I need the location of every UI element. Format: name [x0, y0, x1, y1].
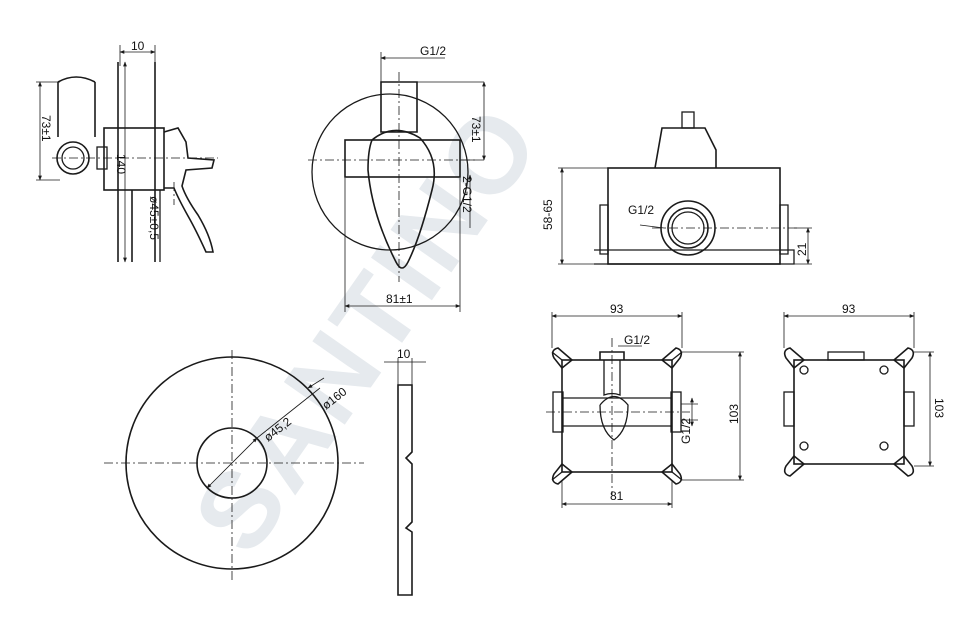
box-back-view: 93 103	[783, 302, 946, 477]
front-thread-label: G1/2	[420, 44, 446, 58]
front-thread2-label: 2-G1/2	[460, 176, 474, 213]
box-top-height-label: 103	[727, 404, 741, 424]
side-height-label: 73±1	[39, 115, 53, 142]
box-top-view: 93 G1/2 103 G1/2 81	[546, 302, 744, 508]
box-back-width-label: 93	[842, 302, 856, 316]
box-front-height-label: 58-65	[541, 199, 555, 230]
box-top-bottom-label: 81	[610, 489, 624, 503]
box-front-thread-label: G1/2	[628, 203, 654, 217]
watermark-text: SANTINO	[170, 83, 564, 573]
side-bore-label: ø45±0,5	[147, 196, 161, 240]
side-view: 10 73±1 140 ø45±0,5	[36, 39, 218, 263]
side-depth-label: 10	[131, 39, 145, 53]
front-width-label: 81±1	[386, 292, 413, 306]
box-back-height-label: 103	[932, 398, 946, 418]
box-front-view: 58-65 G1/2 21	[541, 111, 812, 265]
box-front-offset-label: 21	[795, 242, 809, 256]
box-top-width-label: 93	[610, 302, 624, 316]
front-view: G1/2 73±1 2-G1/2 81±1	[308, 44, 486, 312]
box-top-thread-label: G1/2	[624, 333, 650, 347]
rosette-side-view: 10	[384, 347, 426, 596]
rosette-side-thickness-label: 10	[397, 347, 411, 361]
box-top-thread-side-label: G1/2	[679, 418, 693, 444]
side-total-label: 140	[114, 154, 128, 174]
front-height-label: 73±1	[469, 116, 483, 143]
